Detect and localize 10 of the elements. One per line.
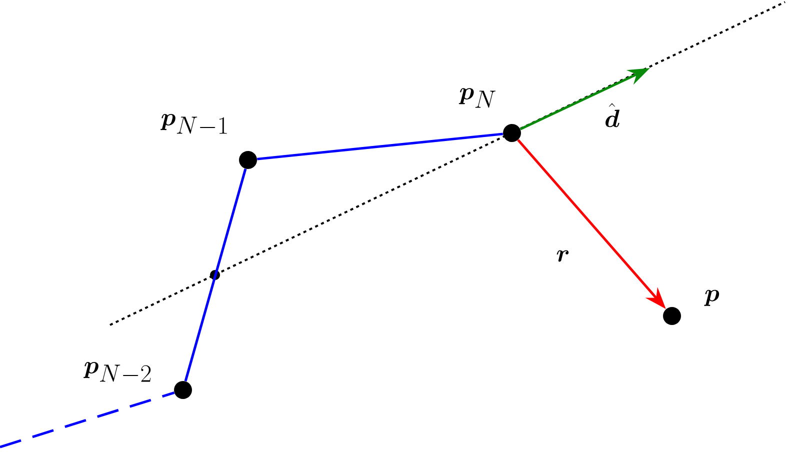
point-label: $\boldsymbol{p}_{N-2}$ (83, 362, 151, 382)
point-label: $\boldsymbol{p}$ (704, 290, 720, 306)
edge-label: $\boldsymbol{r}$ (556, 250, 569, 262)
line (184, 168, 247, 382)
line (257, 132, 503, 160)
point-dot (210, 270, 220, 280)
line (0, 392, 175, 448)
point-label: $\boldsymbol{p}_{N}$ (458, 88, 496, 108)
edge-label: $\hat{\boldsymbol{d}}$ (606, 103, 620, 128)
point-label: $\boldsymbol{p}_{N-1}$ (160, 114, 227, 134)
